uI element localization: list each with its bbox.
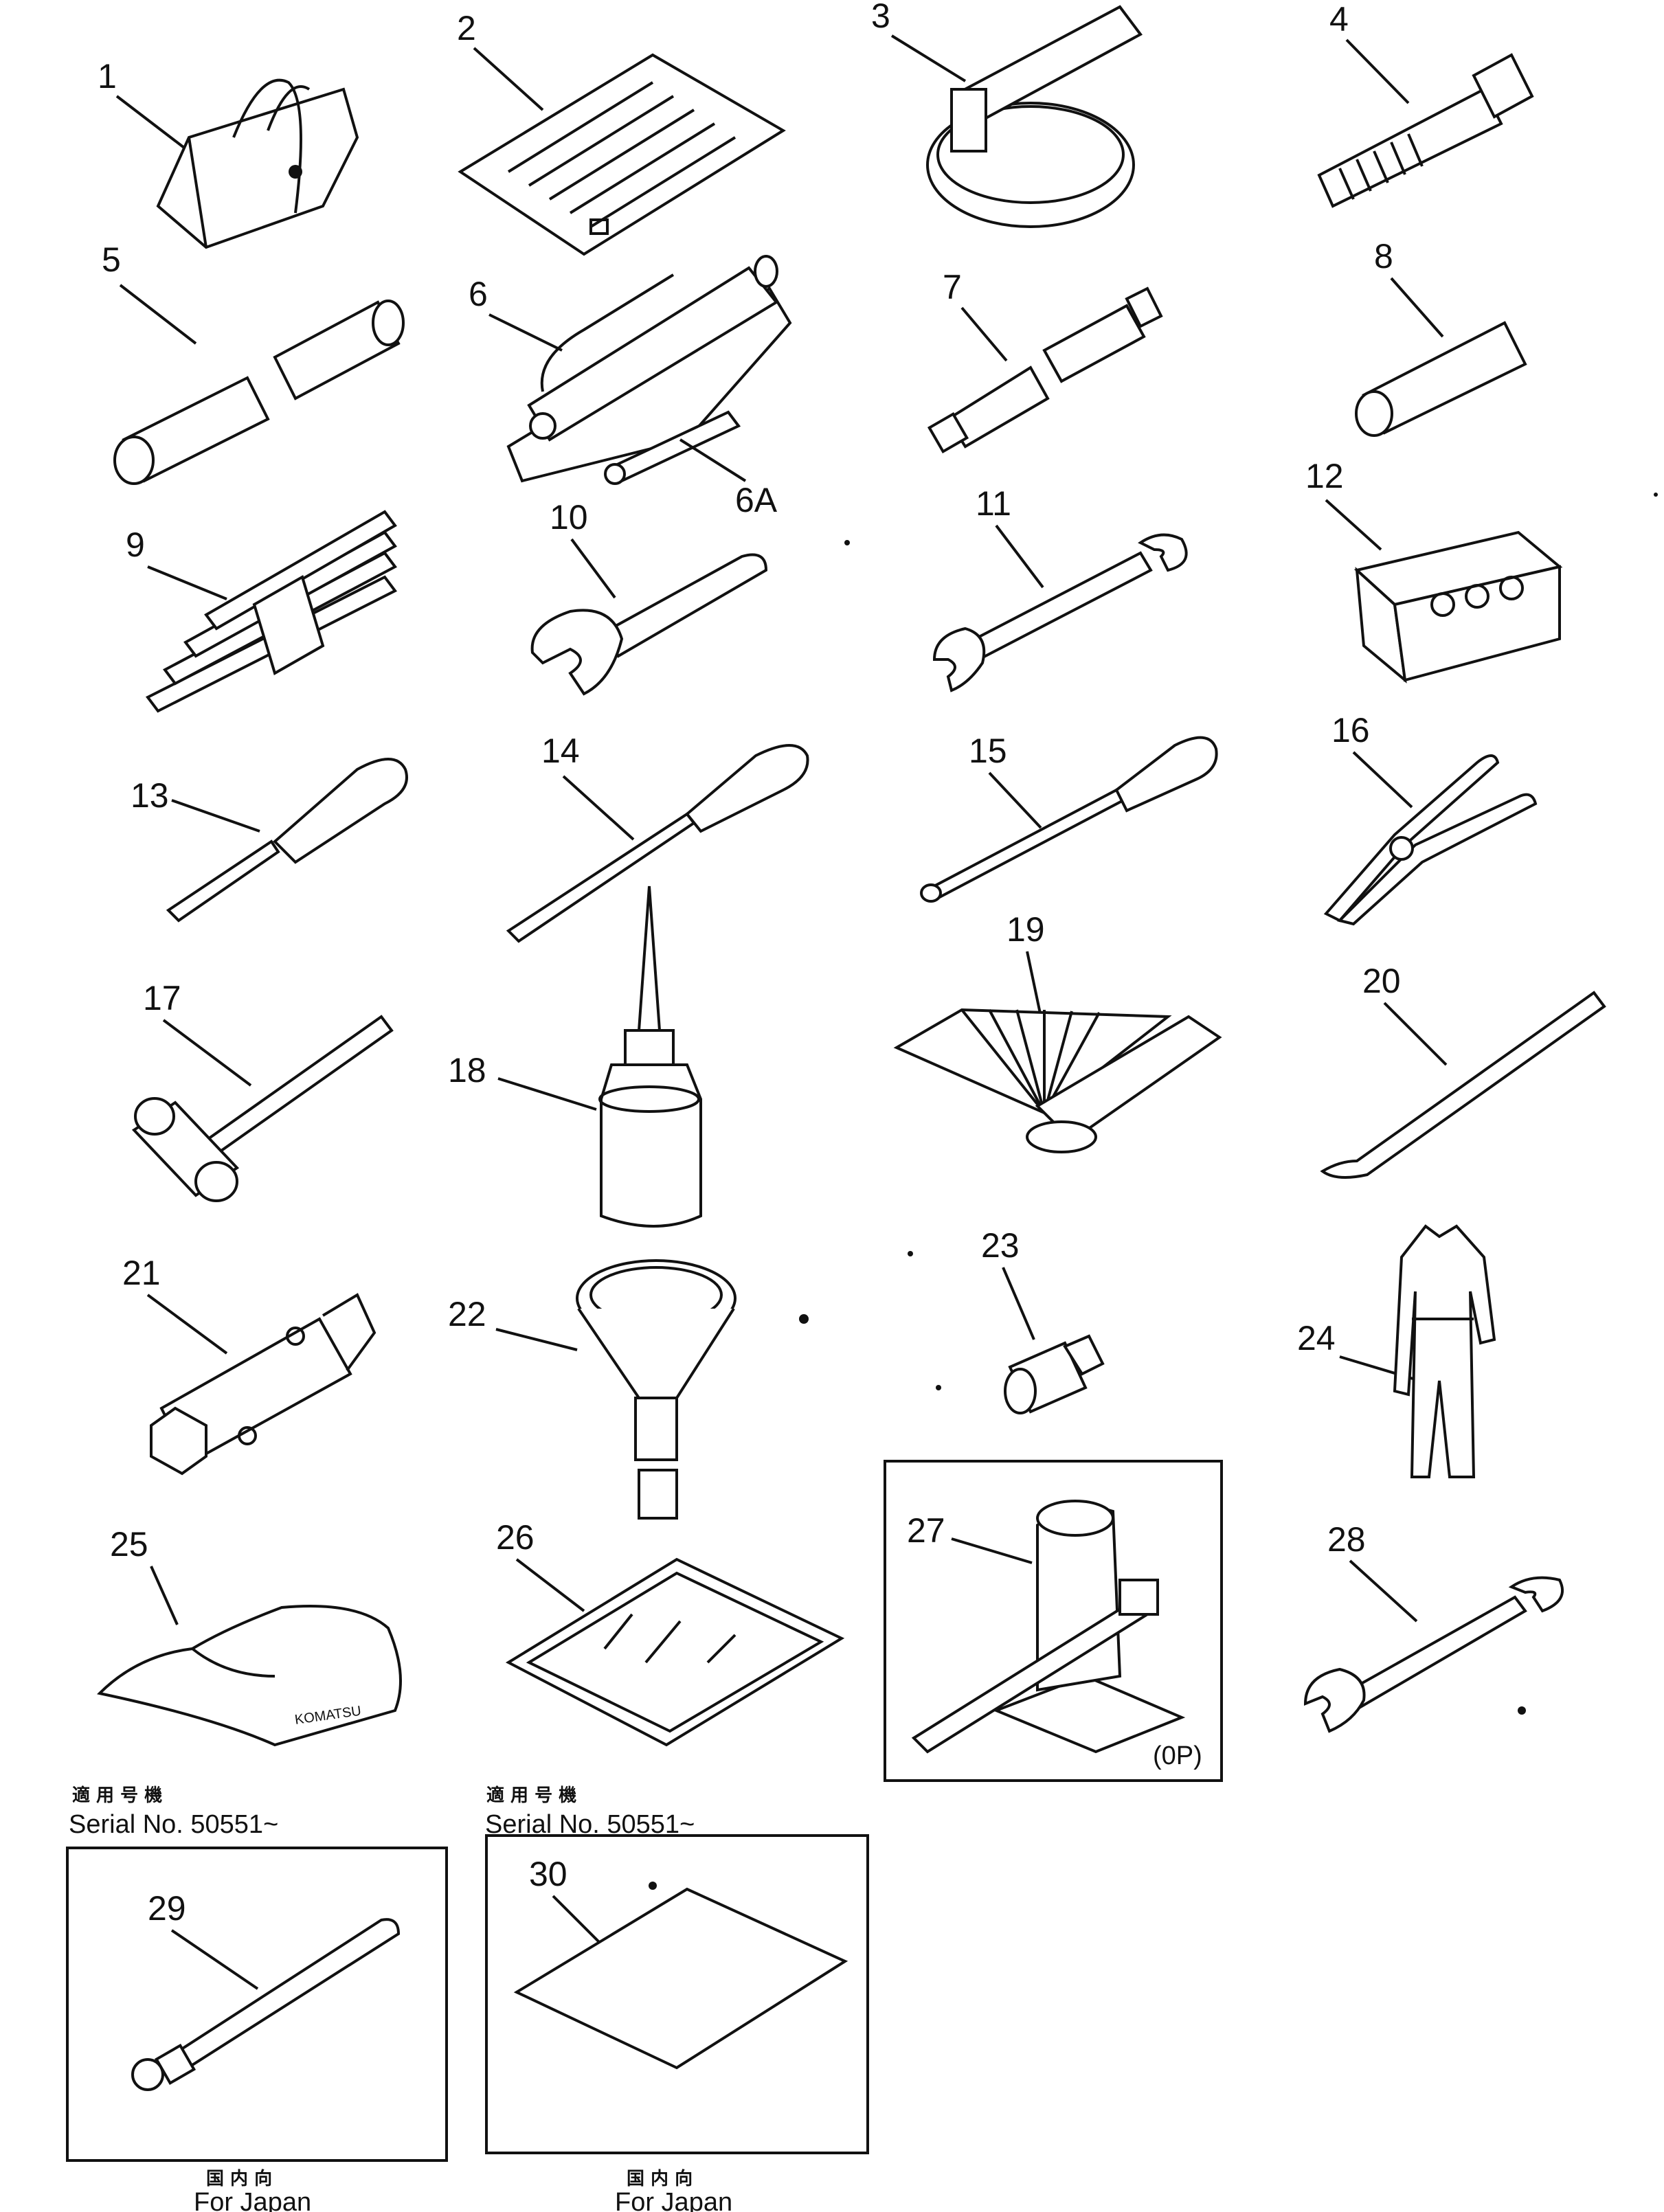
part-16-pliers: 16 [1323,711,1538,926]
callout-24: 24 [1297,1319,1336,1357]
callout-18: 18 [448,1051,486,1090]
serial-right-jp: 適 用 号 機 [486,1785,576,1806]
part-18-oil-can: 18 [448,885,702,1228]
part-7-extension: 7 [927,268,1163,454]
jack-option-box [884,1460,1223,1782]
part-26-tray: 26 [496,1518,845,1747]
callout-19: 19 [1007,910,1045,949]
callout-11: 11 [976,484,1011,523]
callout-4: 4 [1329,0,1349,38]
part-27-hydraulic-jack: 27 (0P) [884,1460,1223,1782]
serial-left-en: Serial No. 50551~ [69,1810,278,1839]
part-1-tool-bag: 1 [98,57,359,249]
part-6A-nozzle: 6A [604,410,778,519]
part-30-plate: 30 [513,1855,848,2070]
callout-28: 28 [1327,1520,1366,1559]
part-6-grease-gun: 6 [469,255,792,483]
part-23-adapter: 23 [981,1226,1105,1414]
japan-right-jp: 国 内 向 [627,2168,693,2189]
part-25-cap: 25 KOMATSU [96,1525,402,1747]
serial-left-jp: 適 用 号 機 [72,1785,162,1806]
callout-17: 17 [143,979,181,1017]
part-8-pin: 8 [1355,237,1527,437]
japan-right-en: For Japan [615,2188,732,2212]
part-28-open-end-wrench: 28 [1303,1520,1564,1733]
part-5-pipe: 5 [102,240,405,485]
callout-15: 15 [969,732,1007,770]
jack-option-note: (0P) [1153,1741,1202,1770]
callout-14: 14 [541,732,580,770]
callout-13: 13 [131,776,169,815]
callout-29: 29 [148,1889,186,1928]
callout-5: 5 [102,240,121,279]
part-14-long-screwdriver: 14 [506,732,809,943]
part-20-pry-bar: 20 [1320,962,1606,1179]
japan-left-jp: 国 内 向 [206,2168,272,2189]
callout-21: 21 [122,1254,161,1292]
callout-26: 26 [496,1518,535,1557]
callout-9: 9 [126,526,145,564]
part-3-filter-wrench: 3 [871,0,1143,228]
callout-27: 27 [907,1511,945,1550]
part-12-socket-case: 12 [1305,457,1563,684]
callout-6: 6 [469,275,488,313]
callout-8: 8 [1374,237,1393,275]
callout-3: 3 [871,0,890,35]
callout-7: 7 [943,268,962,306]
serial-right-box [485,1834,869,2154]
callout-10: 10 [550,498,588,537]
part-24-coveralls: 24 [1297,1224,1496,1478]
callout-22: 22 [448,1295,486,1333]
callout-25: 25 [110,1525,148,1564]
part-29-lever-bar: 29 [131,1889,401,2091]
serial-left-box [66,1847,448,2162]
part-9-wrench-set: 9 [126,510,398,713]
part-15-phillips-screwdriver: 15 [920,732,1218,903]
japan-left-en: For Japan [194,2188,311,2212]
callout-16: 16 [1331,711,1370,749]
part-22-funnel: 22 [448,1259,737,1520]
callout-30: 30 [529,1855,567,1893]
part-4-bolt: 4 [1317,0,1534,208]
callout-12: 12 [1305,457,1344,495]
part-10-spanner: 10 [530,498,768,696]
callout-1: 1 [98,57,117,95]
part-19-feeler-gauge: 19 [893,910,1222,1153]
callout-23: 23 [981,1226,1020,1265]
callout-6A: 6A [735,481,778,519]
part-21-box-socket: 21 [122,1254,376,1476]
part-17-hammer: 17 [131,979,394,1202]
part-11-double-end-wrench: 11 [932,484,1188,692]
callout-2: 2 [457,9,476,47]
part-2-parts-sheet: 2 [457,9,786,256]
callout-20: 20 [1362,962,1401,1000]
part-13-screwdriver: 13 [131,758,408,923]
